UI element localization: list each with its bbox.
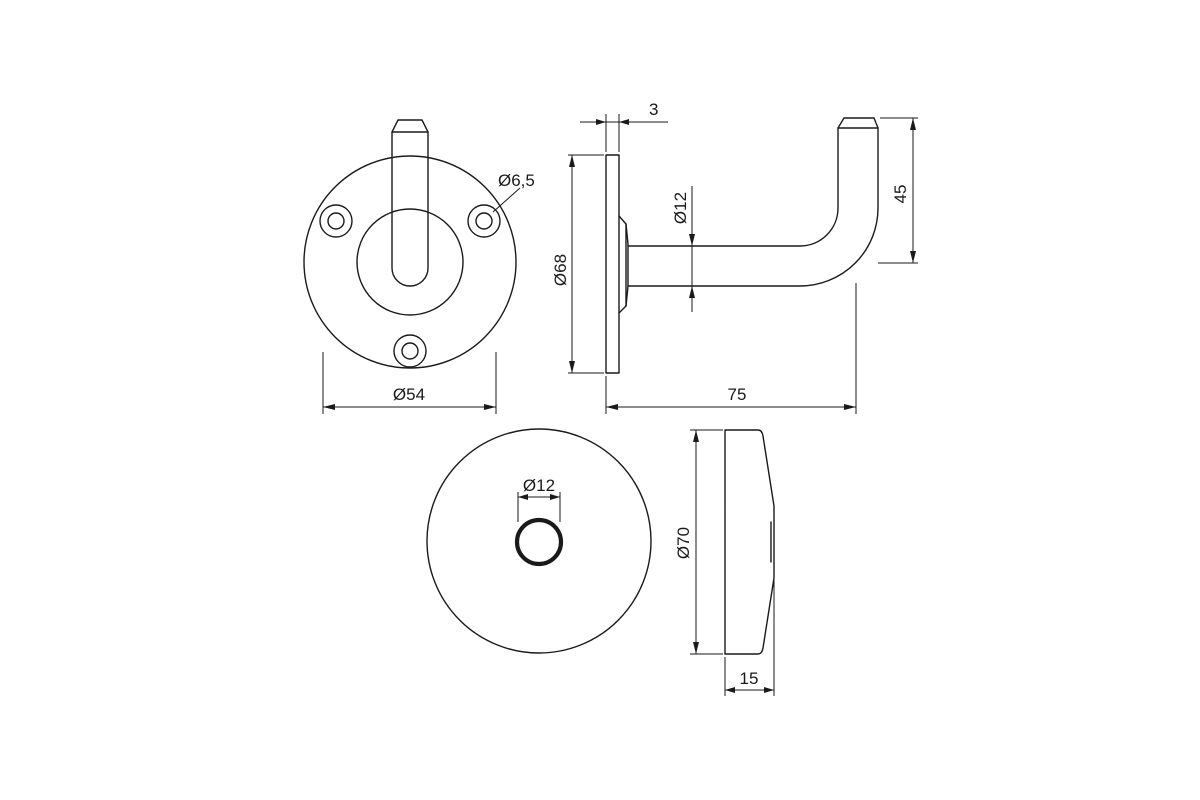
front-boss-outline (356, 208, 464, 316)
projection-arrow-right (844, 404, 856, 410)
arrow-right (484, 404, 496, 410)
hook-height-arrow-top (910, 118, 916, 130)
cap-hole-arrow-right (550, 494, 560, 500)
plate-thickness-label: 3 (649, 100, 658, 119)
cap-depth-arrow-left (725, 687, 735, 693)
cap-front-view: Ø12 (426, 428, 652, 654)
plate-height-arrow-top (569, 155, 575, 167)
front-rod (391, 119, 429, 287)
arrow-left (323, 404, 335, 410)
front-plate-outline (303, 155, 517, 369)
cap-depth-label: 15 (740, 669, 759, 688)
cap-diameter-label: Ø70 (674, 527, 693, 559)
front-view: Ø6,5 Ø54 (303, 119, 535, 414)
rod-diameter-arrow-top (689, 234, 695, 246)
screw-hole-left (319, 204, 353, 238)
side-plate (605, 154, 620, 374)
screw-hole-bottom (393, 334, 427, 368)
hole-leader-line (492, 187, 521, 213)
cap-outline (426, 428, 652, 654)
cap-hole-diameter-label: Ø12 (523, 476, 555, 495)
hook-height-label: 45 (891, 185, 910, 204)
side-view: 3 Ø68 Ø12 45 75 (551, 100, 918, 414)
cap-side-view: Ø70 15 (674, 429, 775, 696)
cap-hole-arrow-left (518, 494, 528, 500)
hook-height-arrow-bottom (910, 251, 916, 263)
projection-arrow-left (606, 404, 618, 410)
cap-depth-arrow-right (764, 687, 774, 693)
cap-profile (724, 429, 775, 655)
side-hook-rod (627, 117, 879, 287)
cap-hole-ring (514, 517, 564, 567)
side-boss (618, 215, 629, 314)
plate-height-label: Ø68 (551, 254, 570, 286)
plate-height-arrow-bottom (569, 361, 575, 373)
rod-diameter-label: Ø12 (671, 192, 690, 224)
hole-diameter-label: Ø6,5 (498, 171, 535, 190)
screw-hole-right (467, 204, 501, 238)
plate-diameter-label: Ø54 (393, 385, 425, 404)
projection-length-label: 75 (728, 385, 747, 404)
rod-diameter-arrow-bottom (689, 286, 695, 298)
cap-diameter-arrow-top (693, 430, 699, 442)
thickness-arrow-left (596, 119, 606, 125)
thickness-arrow-right (619, 119, 629, 125)
cap-diameter-arrow-bottom (693, 642, 699, 654)
